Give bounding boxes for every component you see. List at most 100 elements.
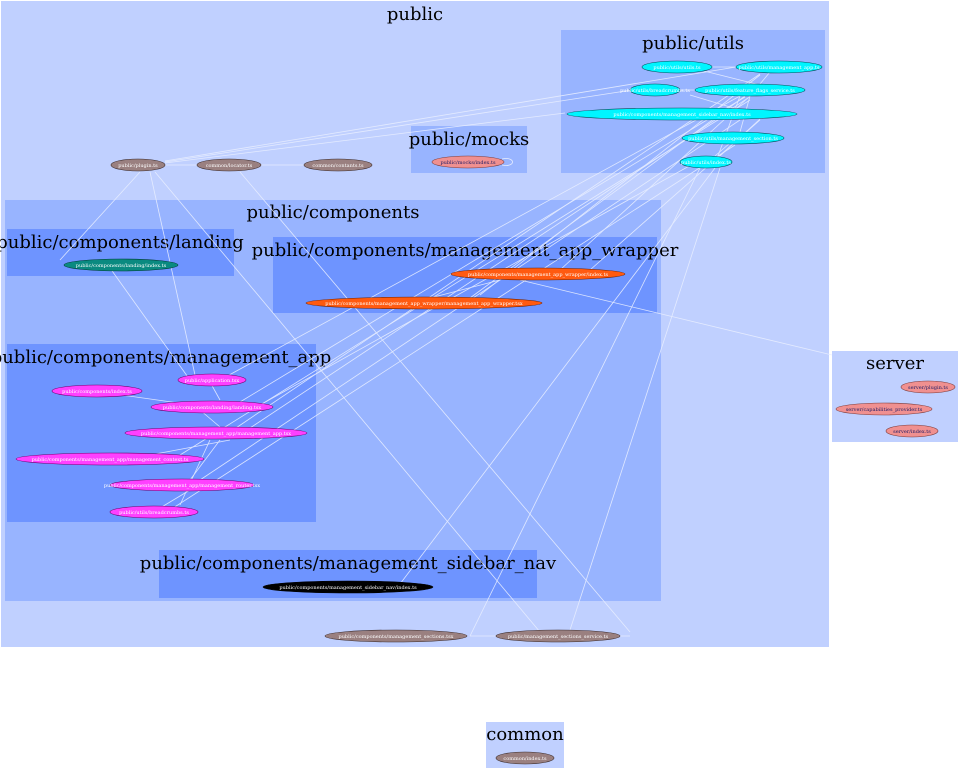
cluster-utils-box [561, 30, 825, 173]
edges [59, 66, 833, 637]
node-app-landing[interactable]: public/components/landing/landing.tsx [150, 400, 274, 414]
edge [429, 279, 501, 299]
edge [164, 112, 566, 164]
node-shape [885, 424, 939, 438]
node-shape [495, 629, 621, 643]
node-wrapper-main[interactable]: public/components/management_app_wrapper… [305, 296, 543, 310]
cluster-components-label: public/components [247, 202, 420, 223]
node-label: public/components/index.ts [62, 389, 132, 395]
node-shape [196, 158, 262, 172]
edge [159, 489, 191, 509]
node-label: public/components/management_app/managem… [104, 483, 260, 489]
node-utils-sidebar-nav[interactable]: public/components/management_sidebar_nav… [566, 107, 798, 121]
node-shape [735, 60, 823, 74]
node-label: common/locator.ts [206, 163, 253, 169]
edge [689, 94, 741, 111]
node-shape [694, 83, 806, 97]
edge [759, 71, 771, 85]
edge [239, 171, 631, 633]
node-label: server/index.ts [893, 429, 931, 435]
node-shape [835, 402, 933, 416]
node-shape [109, 505, 199, 519]
node-sections-service[interactable]: public/management_sections_service.ts [495, 629, 621, 643]
node-common-locator[interactable]: common/locator.ts [196, 158, 262, 172]
node-app-index[interactable]: public/components/index.ts [51, 384, 143, 398]
node-server-capabilities[interactable]: server/capabilities_provider.ts [835, 402, 933, 416]
node-label: public/utils/breadcrumbs.ts [620, 88, 690, 94]
node-app-application[interactable]: public/application.tsx [177, 373, 247, 387]
node-wrapper-index[interactable]: public/components/management_app_wrapper… [450, 267, 626, 281]
node-label: server/plugin.ts [908, 385, 948, 391]
node-utils-section-registry[interactable]: public/utils/management_section.ts [681, 131, 785, 145]
node-shape [110, 158, 166, 172]
node-utils-react-util[interactable]: public/utils/utils.ts [641, 60, 713, 74]
node-shape [495, 751, 555, 765]
node-shape [15, 452, 205, 466]
cluster-wrapper-label: public/components/management_app_wrapper [252, 240, 679, 261]
cluster-server-label: server [866, 353, 924, 374]
node-label: public/components/management_app/managem… [141, 431, 291, 437]
node-mocks-index[interactable]: public/mocks/index.ts [431, 155, 513, 169]
edge [259, 159, 701, 406]
node-label: public/utils/feature_flags_service.ts [705, 88, 795, 94]
node-label: public/components/management_sections.ts… [339, 634, 454, 640]
node-label: public/utils/management_section.ts [688, 136, 778, 142]
edge [179, 439, 211, 506]
node-utils-management-app[interactable]: public/utils/management_app.ts [735, 60, 823, 74]
node-label: public/components/management_app_wrapper… [468, 272, 609, 278]
node-label: public/plugin.ts [118, 163, 158, 169]
edge [219, 95, 741, 381]
cluster-mocks-label: public/mocks [409, 129, 529, 150]
node-app-breadcrumbs[interactable]: public/utils/breadcrumbs.ts [109, 505, 199, 519]
node-label: public/utils/breadcrumbs.ts [119, 510, 189, 516]
node-shape [900, 380, 956, 394]
node-sidebar-index[interactable]: public/components/management_sidebar_nav… [262, 580, 434, 594]
node-label: public/management_sections_service.ts [508, 634, 609, 640]
cluster-public-label: public [387, 4, 443, 25]
node-shape [566, 107, 798, 121]
node-shape [679, 155, 733, 169]
node-utils-breadcrumb[interactable]: public/utils/breadcrumbs.ts [620, 83, 690, 97]
node-label: public/components/management_sidebar_nav… [279, 585, 417, 591]
node-label: public/components/management_app/managem… [32, 457, 189, 463]
node-utils-index[interactable]: public/utils/index.ts [679, 155, 733, 169]
edge [239, 96, 746, 403]
node-shape [177, 373, 247, 387]
edge [59, 171, 141, 261]
edge [589, 119, 761, 271]
node-label: public/utils/index.ts [681, 160, 731, 166]
edge [714, 142, 731, 157]
edge [469, 95, 746, 299]
node-server-index[interactable]: server/index.ts [885, 424, 939, 438]
edge [149, 171, 196, 376]
cluster-sidebar-label: public/components/management_sidebar_nav [140, 553, 557, 574]
cluster-app-label: public/components/management_app [0, 347, 331, 368]
node-plugin[interactable]: public/plugin.ts [110, 158, 166, 172]
node-shape [303, 158, 373, 172]
node-app-management-app[interactable]: public/components/management_app/managem… [124, 426, 308, 440]
edge [149, 439, 231, 456]
edge [169, 144, 736, 511]
node-utils-feature-flags[interactable]: public/utils/feature_flags_service.ts [694, 83, 806, 97]
node-label: public/mocks/index.ts [440, 160, 496, 166]
node-common-contants[interactable]: common/contants.ts [303, 158, 373, 172]
node-sections[interactable]: public/components/management_sections.ts… [324, 629, 468, 643]
node-shape [124, 426, 308, 440]
edge [164, 66, 737, 162]
cluster-utils-label: public/utils [642, 33, 744, 54]
node-server-plugin[interactable]: server/plugin.ts [900, 380, 956, 394]
node-shape [324, 629, 468, 643]
self-loop [501, 158, 513, 166]
edge [519, 279, 833, 356]
edge [399, 167, 716, 585]
node-label: common/contants.ts [312, 163, 364, 169]
edge [164, 89, 633, 163]
node-label: public/utils/utils.ts [653, 65, 701, 71]
node-landing-index[interactable]: public/components/landing/index.ts [63, 258, 179, 272]
node-label: server/capabilities_provider.ts [846, 407, 923, 413]
node-shape [431, 155, 505, 169]
node-app-router[interactable]: public/components/management_app/managem… [104, 478, 260, 492]
node-common-index[interactable]: common/index.ts [495, 751, 555, 765]
edge [469, 167, 701, 637]
node-app-context[interactable]: public/components/management_app/managem… [15, 452, 205, 466]
